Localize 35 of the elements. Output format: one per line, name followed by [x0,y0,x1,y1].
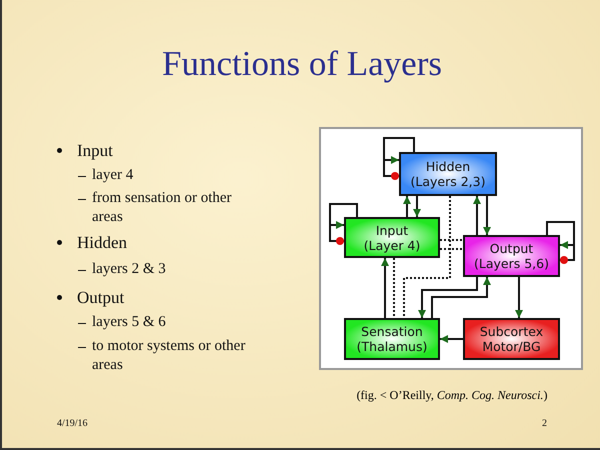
sub-bullet-text: layers 2 & 3 [92,260,167,279]
arrow [413,196,421,217]
slide-title: Functions of Layers [161,44,443,84]
dotted-connector [393,258,395,318]
layer-box [399,152,497,196]
slide-date: 4/19/16 [57,418,89,430]
layer-box [463,235,560,277]
page-number: 2 [542,418,548,430]
arrow [473,196,481,235]
box-label: Subcortex Motor/BG [478,324,544,354]
box-label: Hidden (Layers 2,3) [410,159,486,189]
arrow [431,277,491,318]
arrow [483,196,491,235]
arrow [403,196,411,217]
sub-bullet-text: layers 5 & 6 [92,313,167,332]
sub-bullet-text: to motor systems or other areas [92,337,246,374]
arrow [440,335,463,343]
layer-box [463,318,560,360]
box-label: Sensation (Thalamus) [356,324,428,354]
bullet-text: Hidden [77,232,128,254]
dotted-connector [440,239,463,241]
dotted-connector [403,196,451,318]
layer-box [344,217,440,258]
arrow [515,277,523,318]
arrow [381,258,389,318]
box-label: Output (Layers 5,6) [473,241,550,271]
box-label: Input (Layer 4) [362,222,422,252]
bullet-text: Input [77,140,114,162]
sub-bullet-text: layer 4 [92,166,134,185]
layer-box [344,318,440,360]
arrow [418,277,478,318]
bullet-text: Output [77,287,126,308]
figure-caption: (fig. < O’Reilly, Comp. Cog. Neurosci.) [356,388,548,403]
sub-bullet-text: from sensation or other areas [92,189,233,226]
dotted-connector [440,248,463,250]
